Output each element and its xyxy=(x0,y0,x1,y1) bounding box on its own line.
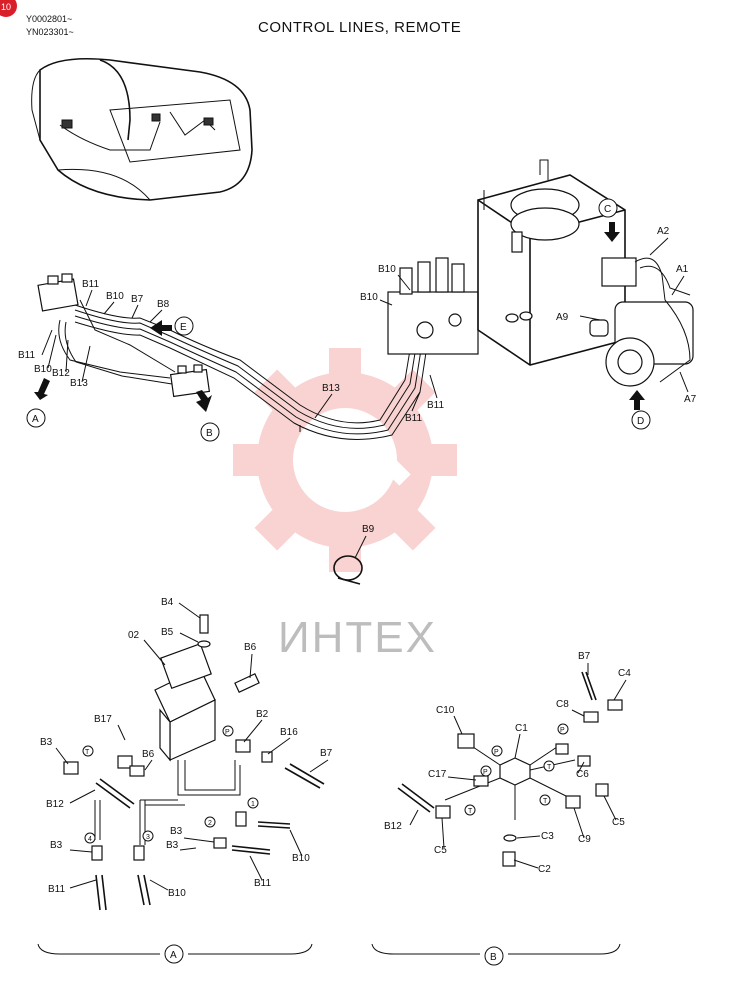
callout-e: E xyxy=(150,316,194,336)
label-a2: A2 xyxy=(657,226,670,237)
label-b10: B10 xyxy=(34,364,52,375)
section-mark-left: A xyxy=(37,943,313,964)
label-b11: B11 xyxy=(82,279,99,290)
label-b11: B11 xyxy=(254,878,271,889)
svg-text:4: 4 xyxy=(88,836,92,843)
label-b11: B11 xyxy=(18,350,35,361)
detail-b-illustration xyxy=(397,671,623,867)
svg-text:C: C xyxy=(604,204,611,215)
svg-text:10: 10 xyxy=(1,2,11,12)
label-b10: B10 xyxy=(168,888,186,899)
page-title: CONTROL LINES, REMOTE xyxy=(258,19,461,36)
label-b3: B3 xyxy=(170,826,183,837)
label-02: 02 xyxy=(128,630,140,641)
svg-text:3: 3 xyxy=(146,834,150,841)
port-tags-detail-a: T P 1 2 3 4 xyxy=(82,725,259,844)
label-b13: B13 xyxy=(322,383,340,394)
svg-text:P: P xyxy=(560,727,565,734)
label-c1: C1 xyxy=(515,723,528,734)
corner-badge: 10 xyxy=(0,0,17,17)
watermark-gear-icon xyxy=(233,348,457,572)
serial-code-2: YN023301~ xyxy=(26,27,74,37)
svg-text:P: P xyxy=(483,769,488,776)
svg-text:2: 2 xyxy=(208,820,212,827)
svg-text:P: P xyxy=(225,729,230,736)
label-c9: C9 xyxy=(578,834,591,845)
label-a7: A7 xyxy=(684,394,697,405)
svg-text:T: T xyxy=(85,749,90,756)
label-b10: B10 xyxy=(292,853,310,864)
svg-text:T: T xyxy=(468,808,473,815)
label-b3: B3 xyxy=(40,737,53,748)
hose-routing xyxy=(37,159,694,585)
label-b7: B7 xyxy=(320,748,333,759)
label-c4: C4 xyxy=(618,668,631,679)
label-c17: C17 xyxy=(428,769,447,780)
callout-b: B xyxy=(196,390,220,442)
label-b17: B17 xyxy=(94,714,112,725)
label-c3: C3 xyxy=(541,831,554,842)
label-b3: B3 xyxy=(166,840,179,851)
machine-overview-illustration xyxy=(31,57,253,201)
label-b12: B12 xyxy=(46,799,64,810)
label-c10: C10 xyxy=(436,705,455,716)
label-b13: B13 xyxy=(70,378,88,389)
svg-text:T: T xyxy=(543,798,548,805)
label-b7: B7 xyxy=(131,294,144,305)
label-c5: C5 xyxy=(434,845,447,856)
label-c5: C5 xyxy=(612,817,625,828)
svg-text:T: T xyxy=(547,764,552,771)
section-mark-right: B xyxy=(371,943,621,966)
label-c8: C8 xyxy=(556,699,569,710)
svg-text:B: B xyxy=(206,428,213,439)
label-b9: B9 xyxy=(362,524,375,535)
svg-text:A: A xyxy=(170,950,177,961)
label-b11: B11 xyxy=(405,413,422,424)
svg-text:A: A xyxy=(32,414,39,425)
serial-code-1: Y0002801~ xyxy=(26,14,72,24)
label-b4: B4 xyxy=(161,597,174,608)
label-a1: A1 xyxy=(676,264,689,275)
label-b10: B10 xyxy=(106,291,124,302)
svg-text:P: P xyxy=(494,749,499,756)
label-b7: B7 xyxy=(578,651,591,662)
callout-a: A xyxy=(26,378,50,428)
port-tags-detail-b: P P P T T T xyxy=(464,723,569,816)
svg-text:1: 1 xyxy=(251,801,255,808)
label-b16: B16 xyxy=(280,727,298,738)
label-b2: B2 xyxy=(256,709,269,720)
label-c2: C2 xyxy=(538,864,551,875)
label-b12: B12 xyxy=(52,368,70,379)
label-b12: B12 xyxy=(384,821,402,832)
label-b6: B6 xyxy=(142,749,155,760)
leader-lines xyxy=(41,237,689,891)
svg-text:E: E xyxy=(180,322,187,333)
label-b10: B10 xyxy=(360,292,378,303)
label-b3: B3 xyxy=(50,840,63,851)
label-b11: B11 xyxy=(48,884,65,895)
label-b6: B6 xyxy=(244,642,257,653)
watermark-text: ИНТЕХ xyxy=(278,613,437,662)
label-c6: C6 xyxy=(576,769,589,780)
part-labels: B11 B10 B7 B8 B11 B10 B12 B13 B10 B10 B1… xyxy=(18,226,697,899)
callout-d: D xyxy=(629,390,651,430)
label-a9: A9 xyxy=(556,312,569,323)
label-b8: B8 xyxy=(157,299,170,310)
label-b5: B5 xyxy=(161,627,174,638)
label-b11: B11 xyxy=(427,400,444,411)
detail-a-illustration xyxy=(63,614,325,911)
callout-c: C xyxy=(598,198,620,242)
label-b10: B10 xyxy=(378,264,396,275)
svg-text:B: B xyxy=(490,952,497,963)
svg-text:D: D xyxy=(637,416,644,427)
